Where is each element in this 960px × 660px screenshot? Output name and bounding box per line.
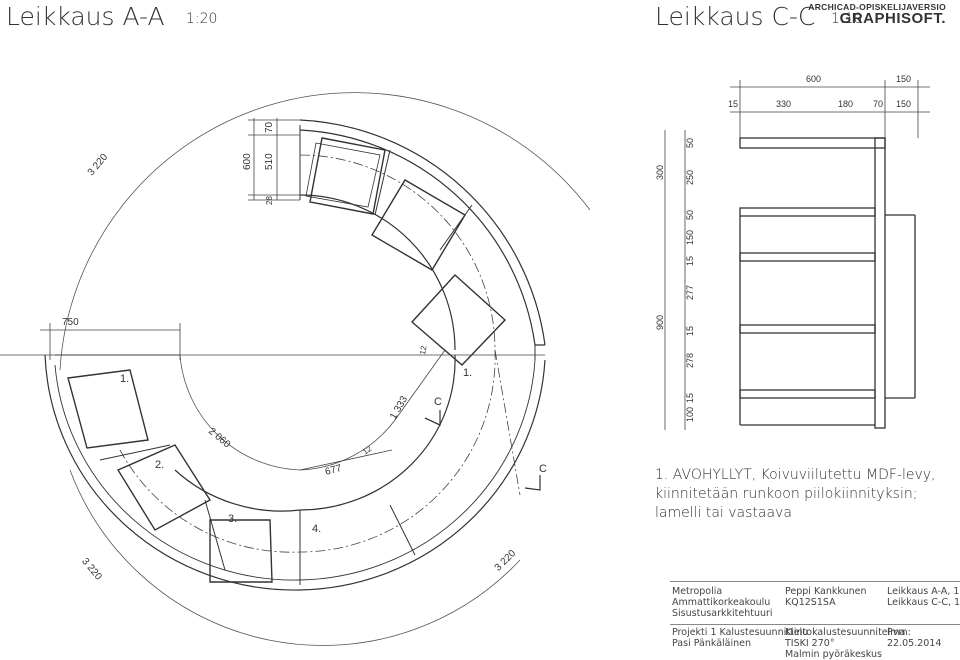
- tb-author: Peppi Kankkunen KQ12S1SA: [785, 586, 867, 608]
- dim-28: 28: [265, 196, 274, 205]
- material-note: 1. AVOHYLLYT, Koivuviilutettu MDF-levy, …: [655, 467, 936, 521]
- section-c-marker-2: C: [539, 463, 547, 475]
- counter-inner-edge: [299, 194, 456, 351]
- section-c-scale: 1:10: [831, 11, 863, 27]
- section-c-marker-1: C: [434, 396, 442, 408]
- dim-1333: 1 333: [388, 394, 410, 422]
- graphisoft-logo: GRAPHISOFT.: [839, 10, 946, 27]
- label-3: 3.: [228, 513, 237, 525]
- sec-top-dim-600: 600: [806, 74, 821, 84]
- section-a-title: Leikkaus A-A: [6, 2, 165, 31]
- dim-70: 70: [264, 121, 275, 133]
- sec-sub-dim-330: 330: [776, 99, 791, 109]
- sec-left-upper: 300: [655, 165, 665, 180]
- label-4: 4.: [312, 523, 321, 535]
- sec-dim-15c: 15: [685, 393, 695, 403]
- sec-sub-dim-150: 150: [896, 99, 911, 109]
- center-line: [119, 154, 496, 553]
- tb-sheets: Leikkaus A-A, 1:20 Leikkaus C-C, 1:10: [887, 586, 960, 608]
- sec-dim-50a: 50: [685, 138, 695, 148]
- sec-dim-278: 278: [685, 353, 695, 368]
- section-c-title: Leikkaus C-C: [655, 2, 816, 31]
- brand-edition: ARCHICAD-OPISKELIJAVERSIO: [808, 2, 946, 12]
- sec-sub-dim-15: 15: [728, 99, 738, 109]
- sec-dim-277: 277: [685, 285, 695, 300]
- plan-dimension-lines: [0, 118, 545, 471]
- label-1-right: 1.: [463, 367, 472, 379]
- section-marker-c: [424, 410, 541, 491]
- tb-school: Metropolia Ammattikorkeakoulu Sisustusar…: [672, 586, 773, 619]
- shelf-units-lower: [67, 369, 273, 583]
- counter-outer-edge-lower: [44, 354, 546, 591]
- dim-750: 750: [62, 317, 79, 328]
- dim-600: 600: [242, 153, 253, 170]
- tb-date: Pvm: 22.05.2014: [887, 627, 942, 649]
- sec-sub-dim-180: 180: [838, 99, 853, 109]
- sec-top-dim-150: 150: [896, 74, 911, 84]
- counter-outer-edge: [299, 119, 546, 346]
- tb-project: Projekti 1 Kalustesuunnittelu Pasi Pänkä…: [672, 627, 809, 649]
- sec-sub-dim-70: 70: [873, 99, 883, 109]
- dim-12a: 12: [418, 344, 429, 355]
- shelf-units-upper: [305, 137, 507, 366]
- outer-radius-arc-lower: [69, 469, 521, 646]
- title-block: Metropolia Ammattikorkeakoulu Sisustusar…: [670, 581, 960, 660]
- label-1-left: 1.: [120, 373, 129, 385]
- sec-dim-50b: 50: [685, 210, 695, 220]
- label-2: 2.: [155, 459, 164, 471]
- section-a-scale: 1:20: [186, 11, 218, 27]
- outer-radius-arc: [59, 92, 591, 371]
- dim-radius-inner: 2 060: [206, 426, 233, 451]
- sec-dim-15b: 15: [685, 326, 695, 336]
- sec-left-total: 900: [655, 315, 665, 330]
- tb-plan: Kiintokalustesuunnitelma TISKI 270° Malm…: [785, 627, 906, 660]
- dim-radius-outer-left: 3 220: [79, 556, 104, 583]
- section-cc: [739, 137, 916, 429]
- dim-radius-outer-right: 3 220: [493, 548, 519, 574]
- dim-radius-outer-top: 3 220: [86, 151, 111, 178]
- dim-677: 677: [324, 463, 343, 478]
- sec-dim-150: 150: [685, 230, 695, 245]
- sec-dim-100: 100: [685, 407, 695, 422]
- dim-510: 510: [264, 153, 275, 170]
- sec-dim-15a: 15: [685, 256, 695, 266]
- inner-radius-arc: [179, 354, 396, 471]
- sec-dim-250: 250: [685, 170, 695, 185]
- counter-inner-edge-lower: [174, 354, 456, 512]
- section-dimension-lines: [664, 80, 930, 430]
